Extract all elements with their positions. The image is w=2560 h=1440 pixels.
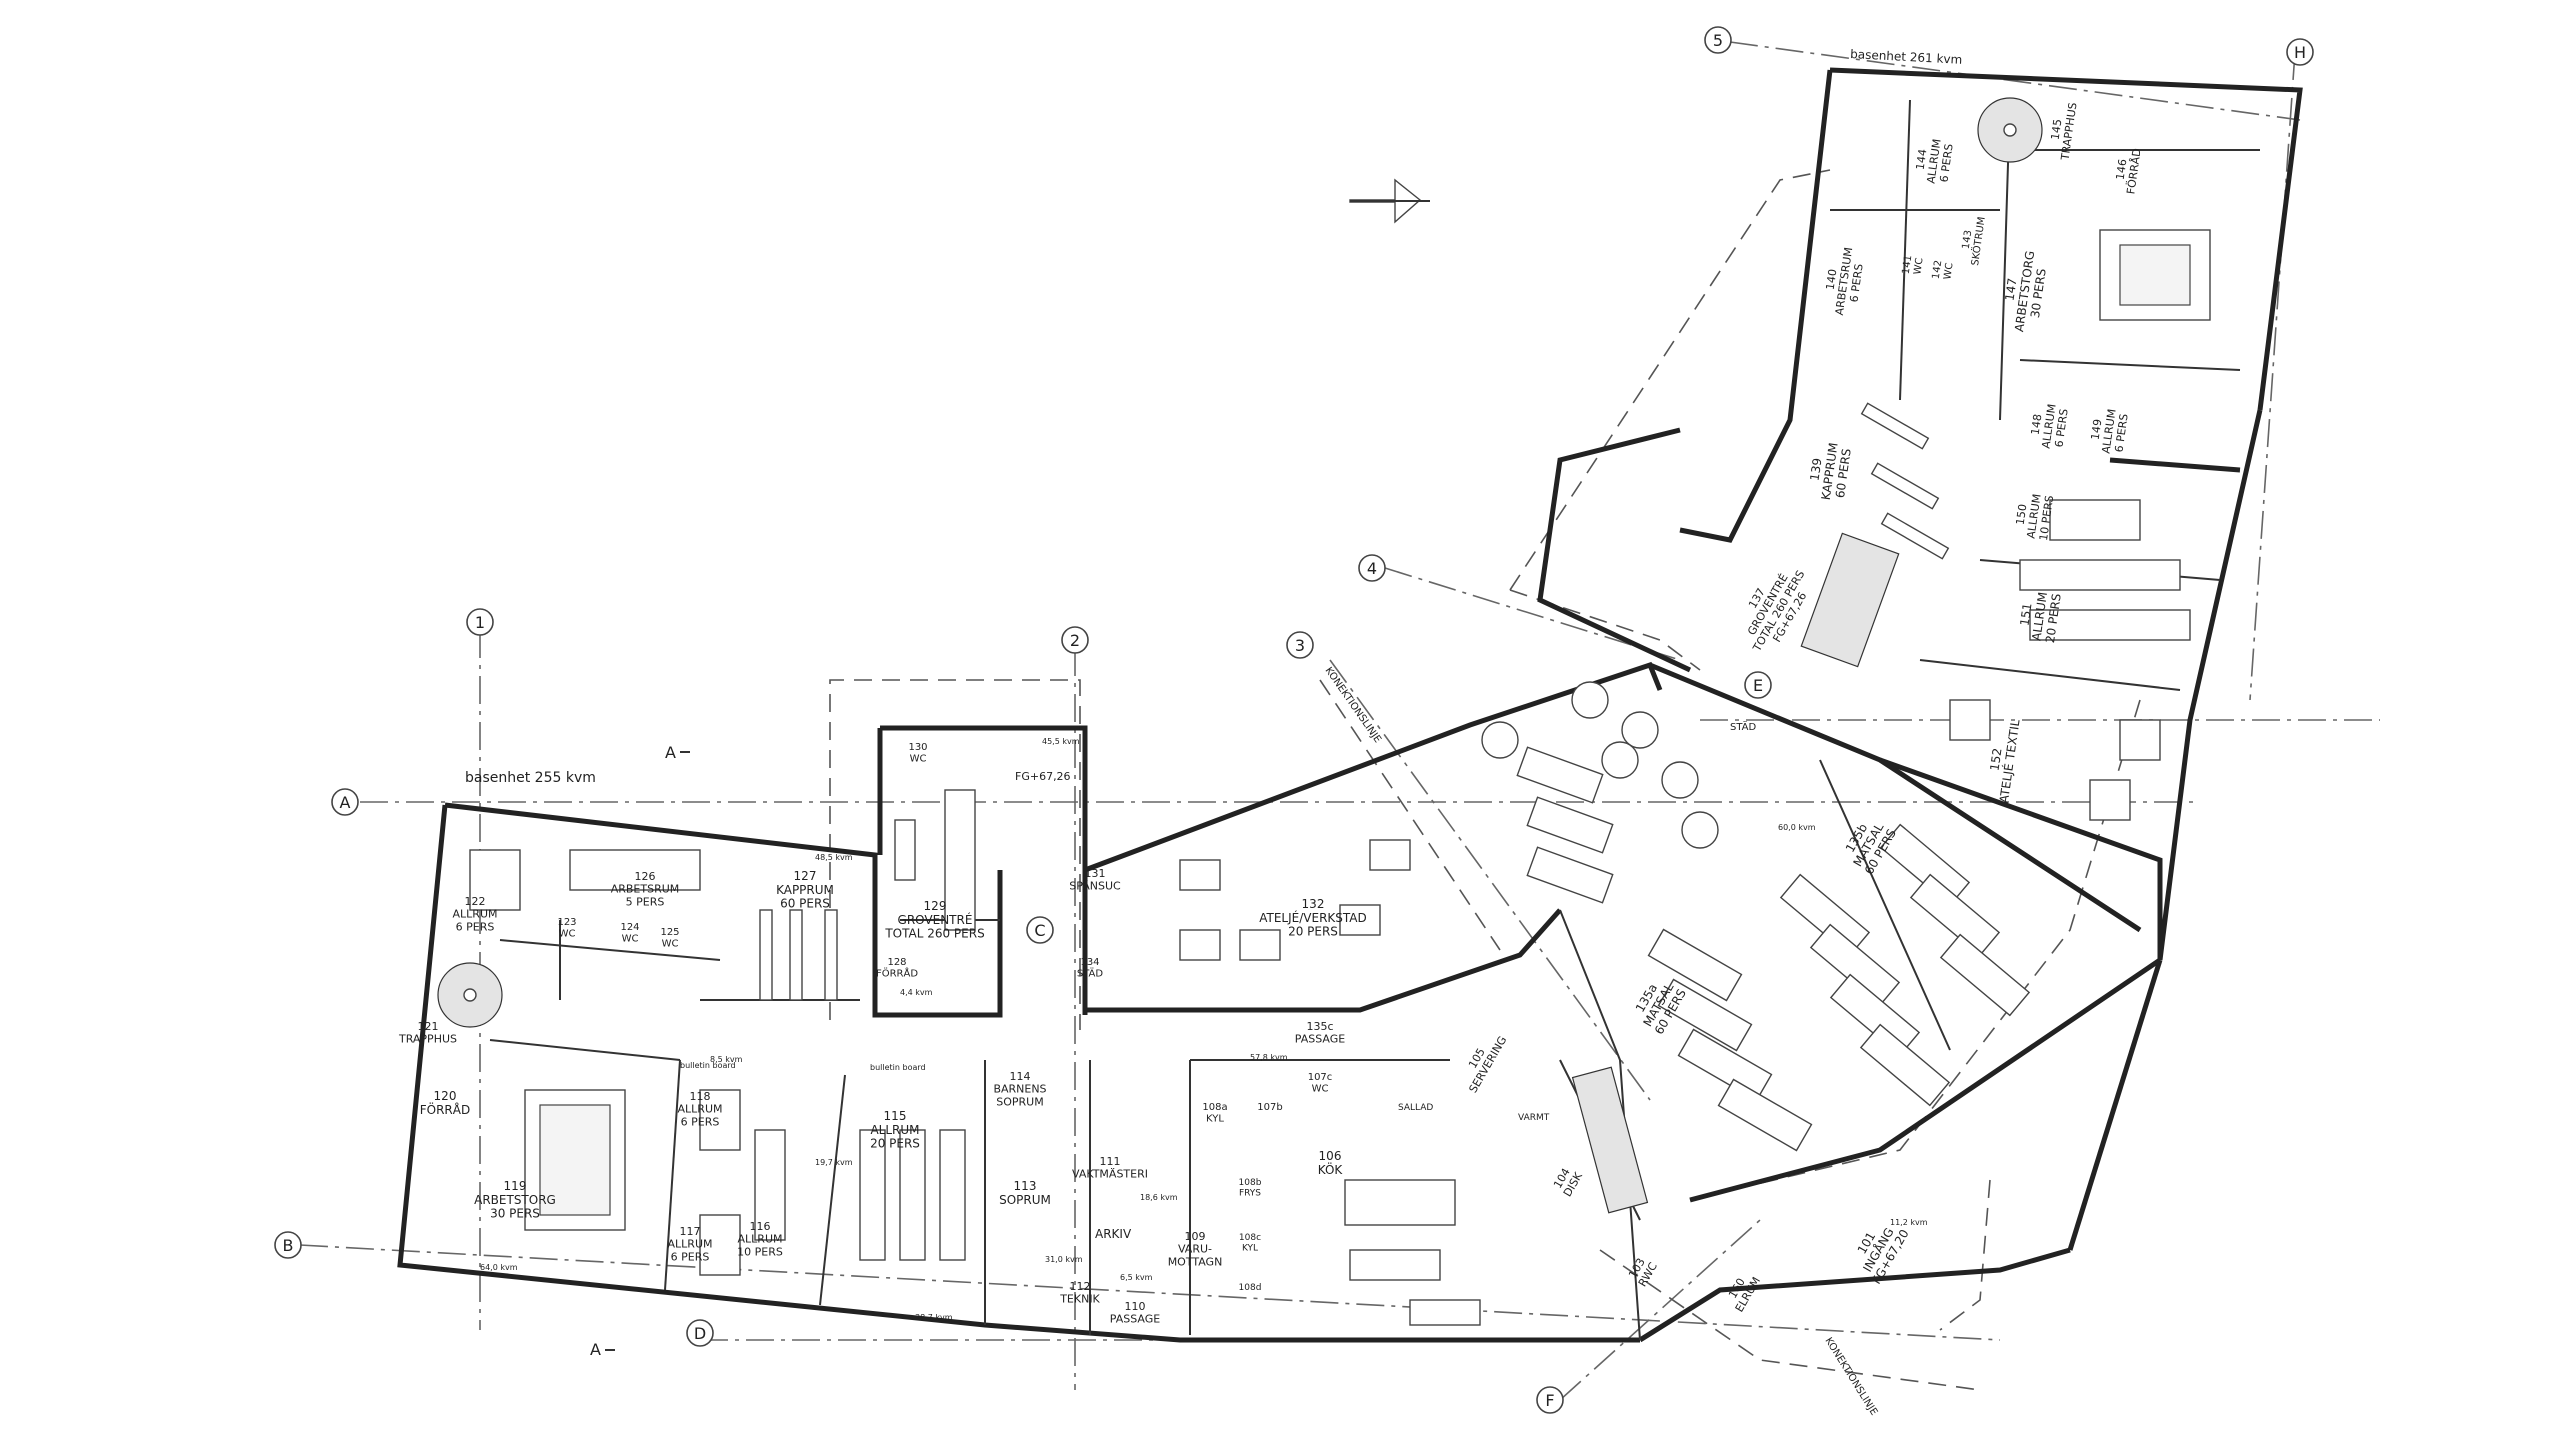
matsal-tables xyxy=(1481,681,2031,1152)
area-labels: 45,5 kvm 48,5 kvm 4,4 kvm 57,8 kvm 31,0 kvm 1… xyxy=(480,737,1928,1322)
grid-bubbles: 1 2 3 4 5 H A B C D E F xyxy=(274,26,2314,1414)
annotation-bulletin-2: bulletin board xyxy=(680,1061,736,1070)
annotation-fg-129: FG+67,26 xyxy=(1015,770,1071,783)
area-label: 8,5 kvm xyxy=(710,1055,743,1064)
annotation-salad: SALLAD xyxy=(1398,1103,1433,1113)
annotation-stad: STÄD xyxy=(1730,720,1757,733)
room-label: 140ARBETSRUM6 PERS xyxy=(1820,245,1867,318)
area-label: 18,6 kvm xyxy=(1140,1193,1178,1202)
room-label: 103RWC xyxy=(1625,1254,1660,1289)
area-label: 31,0 kvm xyxy=(1045,1255,1083,1264)
grid-label-d: D xyxy=(694,1324,706,1343)
room-label: 143SKÖTRUM xyxy=(1959,215,1988,267)
room-label: 147ARBETSTORG30 PERS xyxy=(1998,248,2051,335)
area-label: 19,7 kvm xyxy=(815,1158,853,1167)
grid-label-h: H xyxy=(2294,43,2306,62)
grid-label-b: B xyxy=(283,1236,294,1255)
room-label: 149ALLRUM6 PERS xyxy=(2087,406,2131,456)
section-mark-top: A xyxy=(665,743,676,762)
room-label: 141WC xyxy=(1901,254,1926,276)
unit-header-east: basenhet 261 kvm xyxy=(1850,47,1963,67)
north-arrow-icon xyxy=(1349,178,1430,224)
grid-label-c: C xyxy=(1034,921,1045,940)
grid-label-1: 1 xyxy=(475,613,485,632)
unit-header-west: basenhet 255 kvm xyxy=(465,770,596,786)
annotation-konektionslinje-1: KONEKTIONSLINJE xyxy=(1323,665,1383,745)
annotation-arkiv: ARKIV xyxy=(1095,1227,1132,1241)
grid-label-a: A xyxy=(340,793,351,812)
room-label: 146FÖRRÅD xyxy=(2112,146,2144,195)
area-label: 60,0 kvm xyxy=(1778,823,1816,832)
annotation-varmt: VARMT xyxy=(1518,1113,1550,1123)
room-label: 148ALLRUM6 PERS xyxy=(2027,401,2071,451)
annotation-bulletin-1: bulletin board xyxy=(870,1063,926,1072)
area-label: 38,7 kvm xyxy=(915,1313,953,1322)
room-label: 144ALLRUM6 PERS xyxy=(1912,136,1956,186)
room-label: 145TRAPPHUS xyxy=(2046,100,2080,162)
room-label: 150ALLRUM10 PERS xyxy=(2012,491,2056,542)
room-label: 108d xyxy=(1239,1283,1262,1293)
section-marks: A A xyxy=(590,743,690,1359)
room-label: 139KAPPRUM60 PERS xyxy=(1805,440,1854,503)
grid-label-2: 2 xyxy=(1070,631,1080,650)
room-label: 105SERVERING xyxy=(1456,1028,1510,1095)
room-label: 142WC xyxy=(1931,259,1956,281)
area-label: 57,8 kvm xyxy=(1250,1053,1288,1062)
room-label: 107b xyxy=(1257,1102,1282,1113)
area-label: 45,5 kvm xyxy=(1042,737,1080,746)
area-label: 11,2 kvm xyxy=(1890,1218,1928,1227)
area-label: 64,0 kvm xyxy=(480,1263,518,1272)
grid-label-5: 5 xyxy=(1713,31,1723,50)
grid-label-3: 3 xyxy=(1295,636,1305,655)
room-labels: 101INGÅNGFG+67,20103RWC104DISK105SERVERI… xyxy=(398,100,2144,1326)
room-label: 104DISK xyxy=(1550,1163,1586,1199)
area-label: 48,5 kvm xyxy=(815,853,853,862)
area-label: 4,4 kvm xyxy=(900,988,933,997)
furniture xyxy=(437,97,2211,1326)
annotation-konektionslinje-2: KONEKTIONSLINJE xyxy=(1822,1336,1879,1418)
grid-label-f: F xyxy=(1545,1391,1554,1410)
room-label: 160ELRUM xyxy=(1722,1268,1763,1314)
section-mark-bottom: A xyxy=(590,1340,601,1359)
area-label: 6,5 kvm xyxy=(1120,1273,1153,1282)
room-label: 151ALLRUM20 PERS xyxy=(2016,589,2064,644)
grid-label-e: E xyxy=(1753,676,1763,695)
grid-label-4: 4 xyxy=(1367,559,1377,578)
